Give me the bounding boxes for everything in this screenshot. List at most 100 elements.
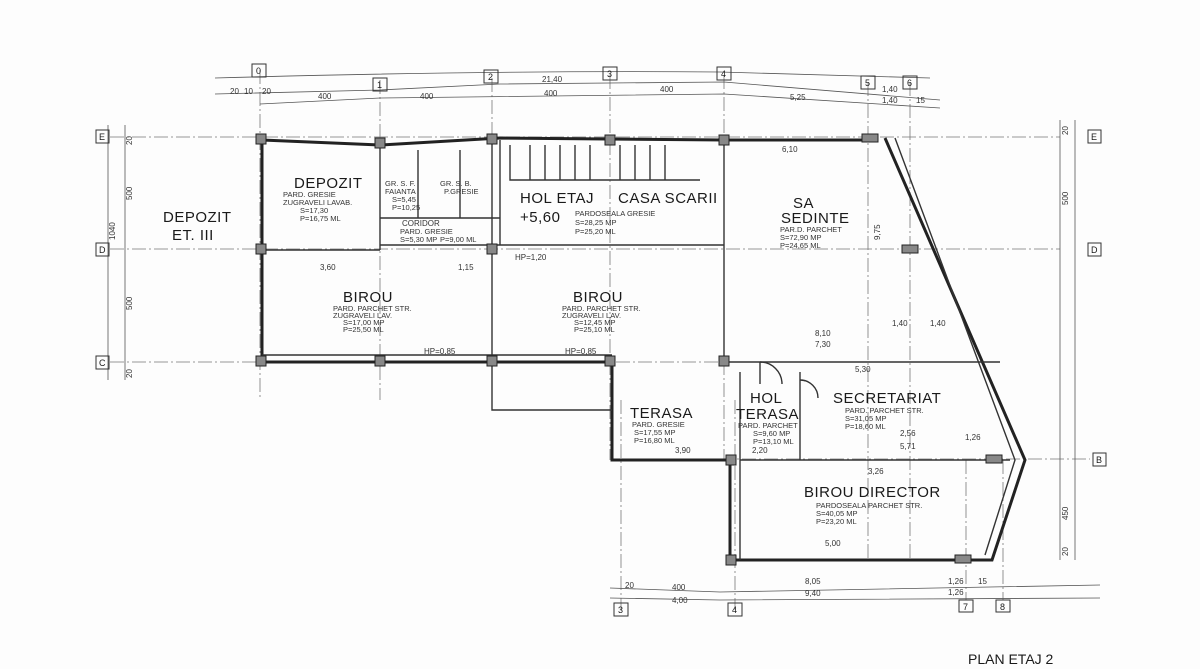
svg-text:4: 4 — [732, 605, 737, 615]
svg-text:500: 500 — [1061, 191, 1070, 205]
svg-text:5,30: 5,30 — [855, 365, 871, 374]
coridor-perimeter: P=9,00 ML — [440, 235, 476, 244]
axis-bottom-3: 3 — [613, 602, 629, 617]
svg-text:8: 8 — [1000, 602, 1005, 612]
svg-text:PARDOSEALA GRESIE: PARDOSEALA GRESIE — [575, 209, 655, 218]
axis-bottom-4: 4 — [727, 602, 743, 617]
grid-lines — [110, 70, 1090, 610]
svg-text:450: 450 — [1061, 506, 1070, 520]
svg-text:1,15: 1,15 — [458, 263, 474, 272]
svg-text:20: 20 — [625, 581, 634, 590]
room-depozit-et3: DEPOZIT ET. III — [163, 209, 231, 244]
svg-text:P=13,10 ML: P=13,10 ML — [753, 437, 794, 446]
svg-text:DEPOZIT: DEPOZIT — [294, 175, 363, 192]
room-depozit: DEPOZIT PARD. GRESIE ZUGRAVELI LAVAB. S=… — [283, 175, 363, 223]
svg-text:20: 20 — [1061, 547, 1070, 556]
svg-text:+5,60: +5,60 — [520, 209, 560, 226]
svg-text:3,60: 3,60 — [320, 263, 336, 272]
svg-text:S=31,05 MP: S=31,05 MP — [845, 414, 886, 423]
svg-text:20: 20 — [125, 369, 134, 378]
svg-text:S=17,55 MP: S=17,55 MP — [634, 428, 675, 437]
room-hol-terasa: HOL TERASA PARD. PARCHET S=9,60 MP P=13,… — [736, 390, 799, 446]
svg-text:4: 4 — [721, 69, 726, 79]
svg-text:ZUGRAVELI LAVAB.: ZUGRAVELI LAVAB. — [283, 198, 352, 207]
svg-text:6,10: 6,10 — [782, 145, 798, 154]
svg-text:1,40: 1,40 — [882, 96, 898, 105]
svg-text:CASA SCARII: CASA SCARII — [618, 190, 718, 207]
axis-bottom-8: 8 — [995, 599, 1011, 613]
svg-text:E: E — [1091, 132, 1097, 142]
svg-text:1,40: 1,40 — [882, 85, 898, 94]
svg-text:PARD. PARCHET STR.: PARD. PARCHET STR. — [845, 406, 924, 415]
svg-text:400: 400 — [318, 92, 332, 101]
svg-text:CORIDOR: CORIDOR — [402, 219, 440, 228]
svg-text:PARD. GRESIE: PARD. GRESIE — [632, 420, 685, 429]
svg-text:BIROU DIRECTOR: BIROU DIRECTOR — [804, 484, 941, 501]
svg-text:ZUGRAVELI LAV.: ZUGRAVELI LAV. — [333, 311, 392, 320]
svg-text:S=28,25 MP: S=28,25 MP — [575, 218, 616, 227]
svg-text:10: 10 — [244, 87, 253, 96]
svg-text:PAR.D. PARCHET: PAR.D. PARCHET — [780, 225, 842, 234]
svg-text:HP=0,85: HP=0,85 — [424, 347, 456, 356]
svg-text:S=5,45: S=5,45 — [392, 195, 416, 204]
axis-top-5: 5 — [860, 75, 876, 90]
svg-text:4,00: 4,00 — [672, 596, 688, 605]
axis-top-4: 4 — [716, 66, 732, 81]
svg-text:1: 1 — [377, 80, 382, 90]
svg-text:8,05: 8,05 — [805, 577, 821, 586]
svg-text:C: C — [99, 358, 106, 368]
axis-row-B: B — [1092, 452, 1107, 467]
axis-bottom-7: 7 — [958, 599, 974, 613]
svg-text:PARD. PARCHET: PARD. PARCHET — [738, 421, 798, 430]
svg-text:400: 400 — [660, 85, 674, 94]
svg-text:500: 500 — [125, 186, 134, 200]
svg-text:ZUGRAVELI LAV.: ZUGRAVELI LAV. — [562, 311, 621, 320]
svg-text:S=17,00 MP: S=17,00 MP — [343, 318, 384, 327]
svg-text:0: 0 — [256, 66, 261, 76]
svg-text:PARDOSEALA PARCHET STR.: PARDOSEALA PARCHET STR. — [816, 501, 922, 510]
svg-text:E: E — [99, 132, 105, 142]
axis-row-D: D D — [95, 242, 1102, 257]
svg-text:P=18,60 ML: P=18,60 ML — [845, 422, 886, 431]
svg-text:5,25: 5,25 — [790, 93, 806, 102]
room-casa-scarii: CASA SCARII PARDOSEALA GRESIE S=28,25 MP… — [575, 190, 718, 236]
svg-text:1040: 1040 — [108, 222, 117, 240]
svg-text:500: 500 — [125, 296, 134, 310]
axis-top-6: 6 — [902, 75, 918, 90]
svg-text:15: 15 — [916, 96, 925, 105]
room-gr-sb: GR. S. B. P.GRESIE — [440, 179, 478, 196]
svg-text:9,40: 9,40 — [805, 589, 821, 598]
axis-top-1: 1 — [372, 77, 388, 92]
svg-text:5,71: 5,71 — [900, 442, 916, 451]
svg-text:S=72,90 MP: S=72,90 MP — [780, 233, 821, 242]
svg-text:SEDINTE: SEDINTE — [781, 210, 850, 227]
svg-text:PARD. GRESIE: PARD. GRESIE — [400, 227, 453, 236]
svg-text:TERASA: TERASA — [736, 406, 799, 423]
svg-text:1,26: 1,26 — [948, 588, 964, 597]
svg-text:P=10,25: P=10,25 — [392, 203, 420, 212]
room-secretariat: SECRETARIAT PARD. PARCHET STR. S=31,05 M… — [833, 390, 941, 431]
room-terasa: TERASA PARD. GRESIE S=17,55 MP P=16,80 M… — [630, 405, 693, 445]
svg-text:S=9,60 MP: S=9,60 MP — [753, 429, 790, 438]
svg-text:20: 20 — [262, 87, 271, 96]
svg-text:FAIANTA: FAIANTA — [385, 187, 416, 196]
svg-text:P=25,20 ML: P=25,20 ML — [575, 227, 616, 236]
svg-text:PARD. PARCHET STR.: PARD. PARCHET STR. — [562, 304, 641, 313]
svg-text:20: 20 — [1061, 126, 1070, 135]
svg-text:1,26: 1,26 — [948, 577, 964, 586]
axis-row-C: C — [95, 355, 110, 370]
svg-text:2,56: 2,56 — [900, 429, 916, 438]
structural-columns — [255, 133, 1003, 566]
room-coridor: CORIDOR PARD. GRESIE S=5,30 MP P=9,00 ML — [400, 219, 476, 244]
svg-text:S=17,30: S=17,30 — [300, 206, 328, 215]
room-gr-sf: GR. S. F. FAIANTA S=5,45 P=10,25 — [385, 179, 420, 212]
svg-text:P=24,65 ML: P=24,65 ML — [780, 241, 821, 250]
svg-text:B: B — [1096, 455, 1102, 465]
svg-text:400: 400 — [672, 583, 686, 592]
svg-text:1,40: 1,40 — [892, 319, 908, 328]
svg-text:P=16,75 ML: P=16,75 ML — [300, 214, 341, 223]
svg-text:5: 5 — [865, 78, 870, 88]
dimension-lines — [107, 71, 1101, 601]
svg-text:HOL: HOL — [750, 390, 782, 407]
